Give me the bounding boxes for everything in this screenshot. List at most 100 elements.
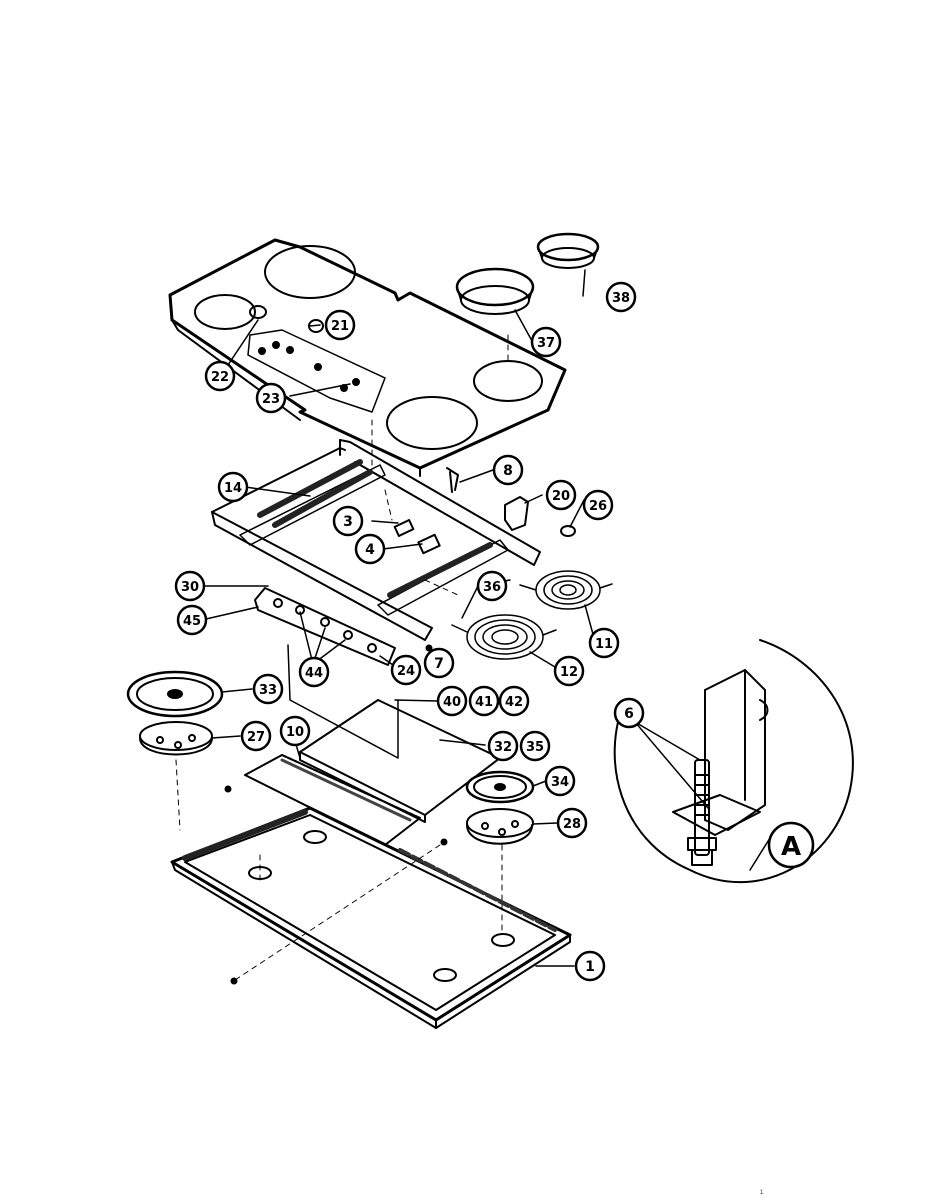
spring-clip (446, 467, 459, 493)
callout-circle (252, 673, 284, 705)
callout-circle (553, 655, 585, 687)
callout-10: 10 (279, 715, 311, 747)
callout-circle (492, 454, 524, 486)
callout-label: 6 (624, 706, 634, 722)
callout-circle (436, 685, 468, 717)
drip-bowl-27 (139, 721, 213, 756)
callout-38: 38 (605, 281, 637, 313)
callout-label: 26 (589, 499, 607, 514)
callout-37: 37 (530, 326, 562, 358)
callout-label: 12 (560, 665, 578, 680)
callout-label: 24 (397, 664, 415, 679)
trim-ring-large (455, 267, 535, 315)
callout-label: 34 (551, 775, 569, 790)
callout-35: 35 (519, 730, 551, 762)
callout-circle (519, 730, 551, 762)
callout-label: 42 (505, 695, 523, 710)
callout-circle (423, 647, 455, 679)
callout-circle (174, 570, 206, 602)
callout-circle (324, 309, 356, 341)
callout-circle (498, 685, 530, 717)
grommet-21 (308, 319, 324, 333)
detail-a (613, 639, 854, 884)
wiring (287, 644, 399, 759)
bracket-20 (504, 496, 529, 531)
callout-12: 12 (553, 655, 585, 687)
callout-circle (588, 627, 620, 659)
burner-box-frame (211, 439, 541, 641)
screw-dot (224, 785, 232, 793)
callout-3: 3 (332, 505, 364, 537)
callout-label: 1 (585, 959, 595, 975)
callout-40: 40 (436, 685, 468, 717)
assembly-lines (175, 334, 509, 981)
callout-label: 36 (483, 580, 501, 595)
callout-label: 8 (503, 463, 513, 479)
callout-label: 30 (181, 580, 199, 595)
trim-ring-small (536, 232, 600, 269)
callout-circle (332, 505, 364, 537)
callout-label: 45 (183, 614, 201, 629)
callout-circle (217, 471, 249, 503)
callout-6: 6 (613, 697, 645, 729)
callout-42: 42 (498, 685, 530, 717)
callout-circle (487, 730, 519, 762)
callout-label: 21 (331, 319, 349, 334)
callout-label: 35 (526, 740, 544, 755)
callout-circle (298, 656, 330, 688)
control-panel-bracket (254, 587, 396, 666)
callout-circle (354, 533, 386, 565)
callout-label: 32 (494, 740, 512, 755)
grommet-26 (560, 525, 576, 537)
grommet-22 (249, 305, 267, 319)
callout-14: 14 (217, 471, 249, 503)
callout-label: 11 (595, 637, 613, 652)
bottom-pan (170, 806, 572, 1029)
callout-circle (582, 489, 614, 521)
callout-label: 38 (612, 291, 630, 306)
callout-24: 24 (390, 654, 422, 686)
callout-33: 33 (252, 673, 284, 705)
callout-circle (545, 479, 577, 511)
callout-circle (468, 685, 500, 717)
callout-label: 20 (552, 489, 570, 504)
callout-circle (544, 765, 576, 797)
heat-shield (299, 699, 501, 823)
callout-label: 10 (286, 725, 304, 740)
callout-label: 40 (443, 695, 461, 710)
callout-41: 41 (468, 685, 500, 717)
callout-label: 3 (343, 514, 353, 530)
coil-element-small (519, 570, 613, 610)
callout-circle (605, 281, 637, 313)
callout-circle (204, 360, 236, 392)
callout-label: 28 (563, 817, 581, 832)
callout-label: 14 (224, 481, 242, 496)
detail-a-label: A (767, 821, 815, 869)
callout-36: 36 (476, 570, 508, 602)
drip-pan-33 (126, 670, 224, 718)
callout-circle (255, 382, 287, 414)
drip-pan-34 (465, 770, 535, 804)
detail-a-text: A (781, 832, 801, 862)
screw-dot (230, 977, 238, 985)
callout-label: 41 (475, 695, 493, 710)
callout-32: 32 (487, 730, 519, 762)
page-mark: 1 (760, 1190, 764, 1196)
leader-lines (202, 269, 595, 967)
callout-circle (574, 950, 606, 982)
callout-layer: 1346781011121420212223242627283032333435… (174, 281, 815, 982)
drip-bowl-28 (466, 808, 534, 845)
callout-circle (279, 715, 311, 747)
screw-dot (425, 644, 433, 652)
callout-7: 7 (423, 647, 455, 679)
callout-circle (476, 570, 508, 602)
callout-label: 44 (305, 666, 323, 681)
callout-label: 27 (247, 730, 265, 745)
callout-21: 21 (324, 309, 356, 341)
callout-45: 45 (176, 604, 208, 636)
callout-20: 20 (545, 479, 577, 511)
cooktop-main-top (168, 238, 567, 477)
callout-44: 44 (298, 656, 330, 688)
callout-label: 4 (365, 542, 375, 558)
